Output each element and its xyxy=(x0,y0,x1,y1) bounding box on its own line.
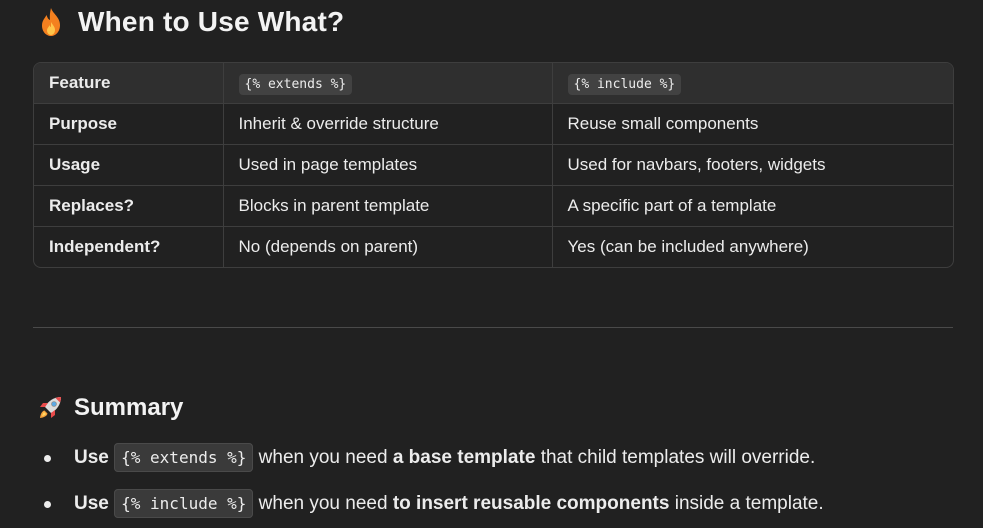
inline-code: {% extends %} xyxy=(114,443,254,472)
list-item-lead: Use xyxy=(74,493,109,514)
summary-heading: Summary xyxy=(36,394,183,422)
section-heading: When to Use What? xyxy=(38,6,344,38)
table-cell: A specific part of a template xyxy=(552,185,953,227)
table-cell: Independent? xyxy=(34,226,224,267)
bullet-icon xyxy=(44,501,51,508)
list-item-text: when you need xyxy=(258,447,388,468)
section-heading-text: When to Use What? xyxy=(78,6,345,37)
inline-code: {% include %} xyxy=(567,74,682,95)
table-row: Replaces? Blocks in parent template A sp… xyxy=(34,185,953,227)
list-item-bold: a base template xyxy=(392,447,536,468)
list-item-bold: to insert reusable components xyxy=(392,493,670,514)
table-header-row: Feature {% extends %} {% include %} xyxy=(34,63,953,104)
summary-list: Use {% extends %} when you need a base t… xyxy=(36,440,824,528)
table-row: Independent? No (depends on parent) Yes … xyxy=(34,226,953,267)
rocket-icon xyxy=(40,397,61,418)
table-cell: Usage xyxy=(34,144,224,186)
list-item: Use {% extends %} when you need a base t… xyxy=(36,440,824,476)
list-item-lead: Use xyxy=(74,447,109,468)
inline-code: {% include %} xyxy=(114,489,254,518)
column-header-feature: Feature xyxy=(34,63,224,104)
list-item-text: inside a template. xyxy=(674,493,824,514)
table-row: Purpose Inherit & override structure Reu… xyxy=(34,103,953,145)
list-item-text: when you need xyxy=(258,493,388,514)
horizontal-divider xyxy=(33,327,953,328)
table-cell: Reuse small components xyxy=(552,103,953,145)
bullet-icon xyxy=(44,455,51,462)
table-cell: Used in page templates xyxy=(223,144,553,186)
table-row: Usage Used in page templates Used for na… xyxy=(34,144,953,186)
table-cell: Blocks in parent template xyxy=(223,185,553,227)
comparison-table: Feature {% extends %} {% include %} Purp… xyxy=(33,62,954,268)
column-header-include: {% include %} xyxy=(552,63,953,104)
inline-code: {% extends %} xyxy=(238,74,353,95)
fire-icon xyxy=(42,8,60,36)
summary-heading-text: Summary xyxy=(74,394,184,421)
table-cell: Replaces? xyxy=(34,185,224,227)
list-item: Use {% include %} when you need to inser… xyxy=(36,486,824,522)
column-header-extends: {% extends %} xyxy=(223,63,553,104)
table-cell: No (depends on parent) xyxy=(223,226,553,267)
table-cell: Used for navbars, footers, widgets xyxy=(552,144,953,186)
table-cell: Purpose xyxy=(34,103,224,145)
list-item-text: that child templates will override. xyxy=(540,447,816,468)
table-cell: Yes (can be included anywhere) xyxy=(567,237,809,256)
table-cell: Inherit & override structure xyxy=(223,103,553,145)
